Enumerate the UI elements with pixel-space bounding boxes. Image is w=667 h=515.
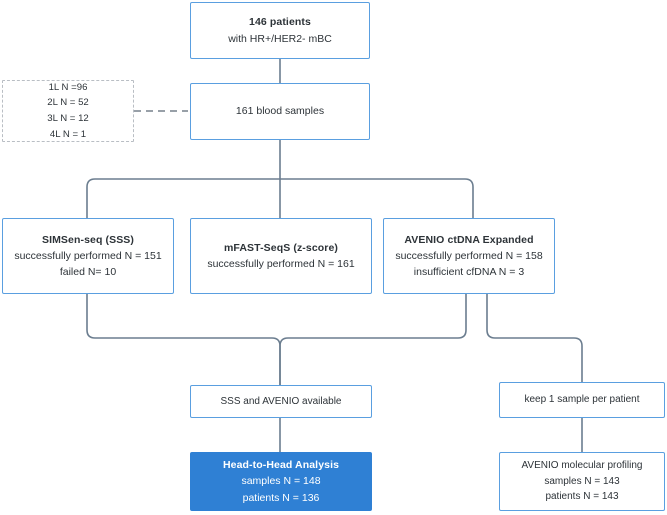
wire-sss-merge xyxy=(86,294,281,385)
node-simsen-seq-line1: successfully performed N = 151 xyxy=(14,249,162,262)
node-sss-avenio-available-line1: SSS and AVENIO available xyxy=(220,395,342,407)
wire-bus-left xyxy=(86,178,280,218)
wire-bus-right xyxy=(280,178,474,218)
node-head-to-head-line1: samples N = 148 xyxy=(241,475,321,488)
node-simsen-seq-line2: failed N= 10 xyxy=(59,266,117,279)
node-blood-samples-line1: 161 blood samples xyxy=(235,105,325,118)
node-avenio-profiling-line1: AVENIO molecular profiling xyxy=(521,460,643,472)
node-head-to-head-line2: patients N = 136 xyxy=(242,491,320,504)
node-lines-of-therapy[interactable]: 1L N =96 2L N = 52 3L N = 12 4L N = 1 xyxy=(2,80,134,142)
node-keep-one-sample-line1: keep 1 sample per patient xyxy=(524,394,640,406)
node-mfast-seqs[interactable]: mFAST-SeqS (z-score) successfully perfor… xyxy=(190,218,372,294)
node-lines-of-therapy-line3: 3L N = 12 xyxy=(47,113,89,124)
node-avenio-profiling-line2: samples N = 143 xyxy=(544,475,620,487)
node-head-to-head-analysis[interactable]: Head-to-Head Analysis samples N = 148 pa… xyxy=(190,452,372,511)
node-avenio-ctdna-title: AVENIO ctDNA Expanded xyxy=(404,233,534,246)
node-mfast-seqs-line1: successfully performed N = 161 xyxy=(207,258,355,270)
node-simsen-seq-title: SIMSen-seq (SSS) xyxy=(41,233,135,246)
node-blood-samples[interactable]: 161 blood samples xyxy=(190,83,370,140)
node-avenio-profiling-line3: patients N = 143 xyxy=(545,491,619,503)
wire-avenio-merge xyxy=(279,294,467,385)
node-lines-of-therapy-line1: 1L N =96 xyxy=(48,81,88,93)
node-keep-one-sample[interactable]: keep 1 sample per patient xyxy=(499,382,665,418)
node-avenio-molecular-profiling[interactable]: AVENIO molecular profiling samples N = 1… xyxy=(499,452,665,511)
node-avenio-ctdna-line1: successfully performed N = 158 xyxy=(395,249,543,262)
node-sss-avenio-available[interactable]: SSS and AVENIO available xyxy=(190,385,372,418)
node-mfast-seqs-title: mFAST-SeqS (z-score) xyxy=(223,241,339,254)
node-head-to-head-title: Head-to-Head Analysis xyxy=(222,459,340,472)
wire-avenio-keep xyxy=(486,294,583,382)
node-146-patients-line1: with HR+/HER2- mBC xyxy=(228,32,332,45)
node-lines-of-therapy-line4: 4L N = 1 xyxy=(49,128,87,140)
node-lines-of-therapy-line2: 2L N = 52 xyxy=(47,97,89,109)
node-avenio-ctdna-expanded[interactable]: AVENIO ctDNA Expanded successfully perfo… xyxy=(383,218,555,294)
node-avenio-ctdna-line2: insufficient cfDNA N = 3 xyxy=(413,266,525,279)
node-146-patients-title: 146 patients xyxy=(249,16,311,29)
node-simsen-seq[interactable]: SIMSen-seq (SSS) successfully performed … xyxy=(2,218,174,294)
node-146-patients[interactable]: 146 patients with HR+/HER2- mBC xyxy=(190,2,370,59)
